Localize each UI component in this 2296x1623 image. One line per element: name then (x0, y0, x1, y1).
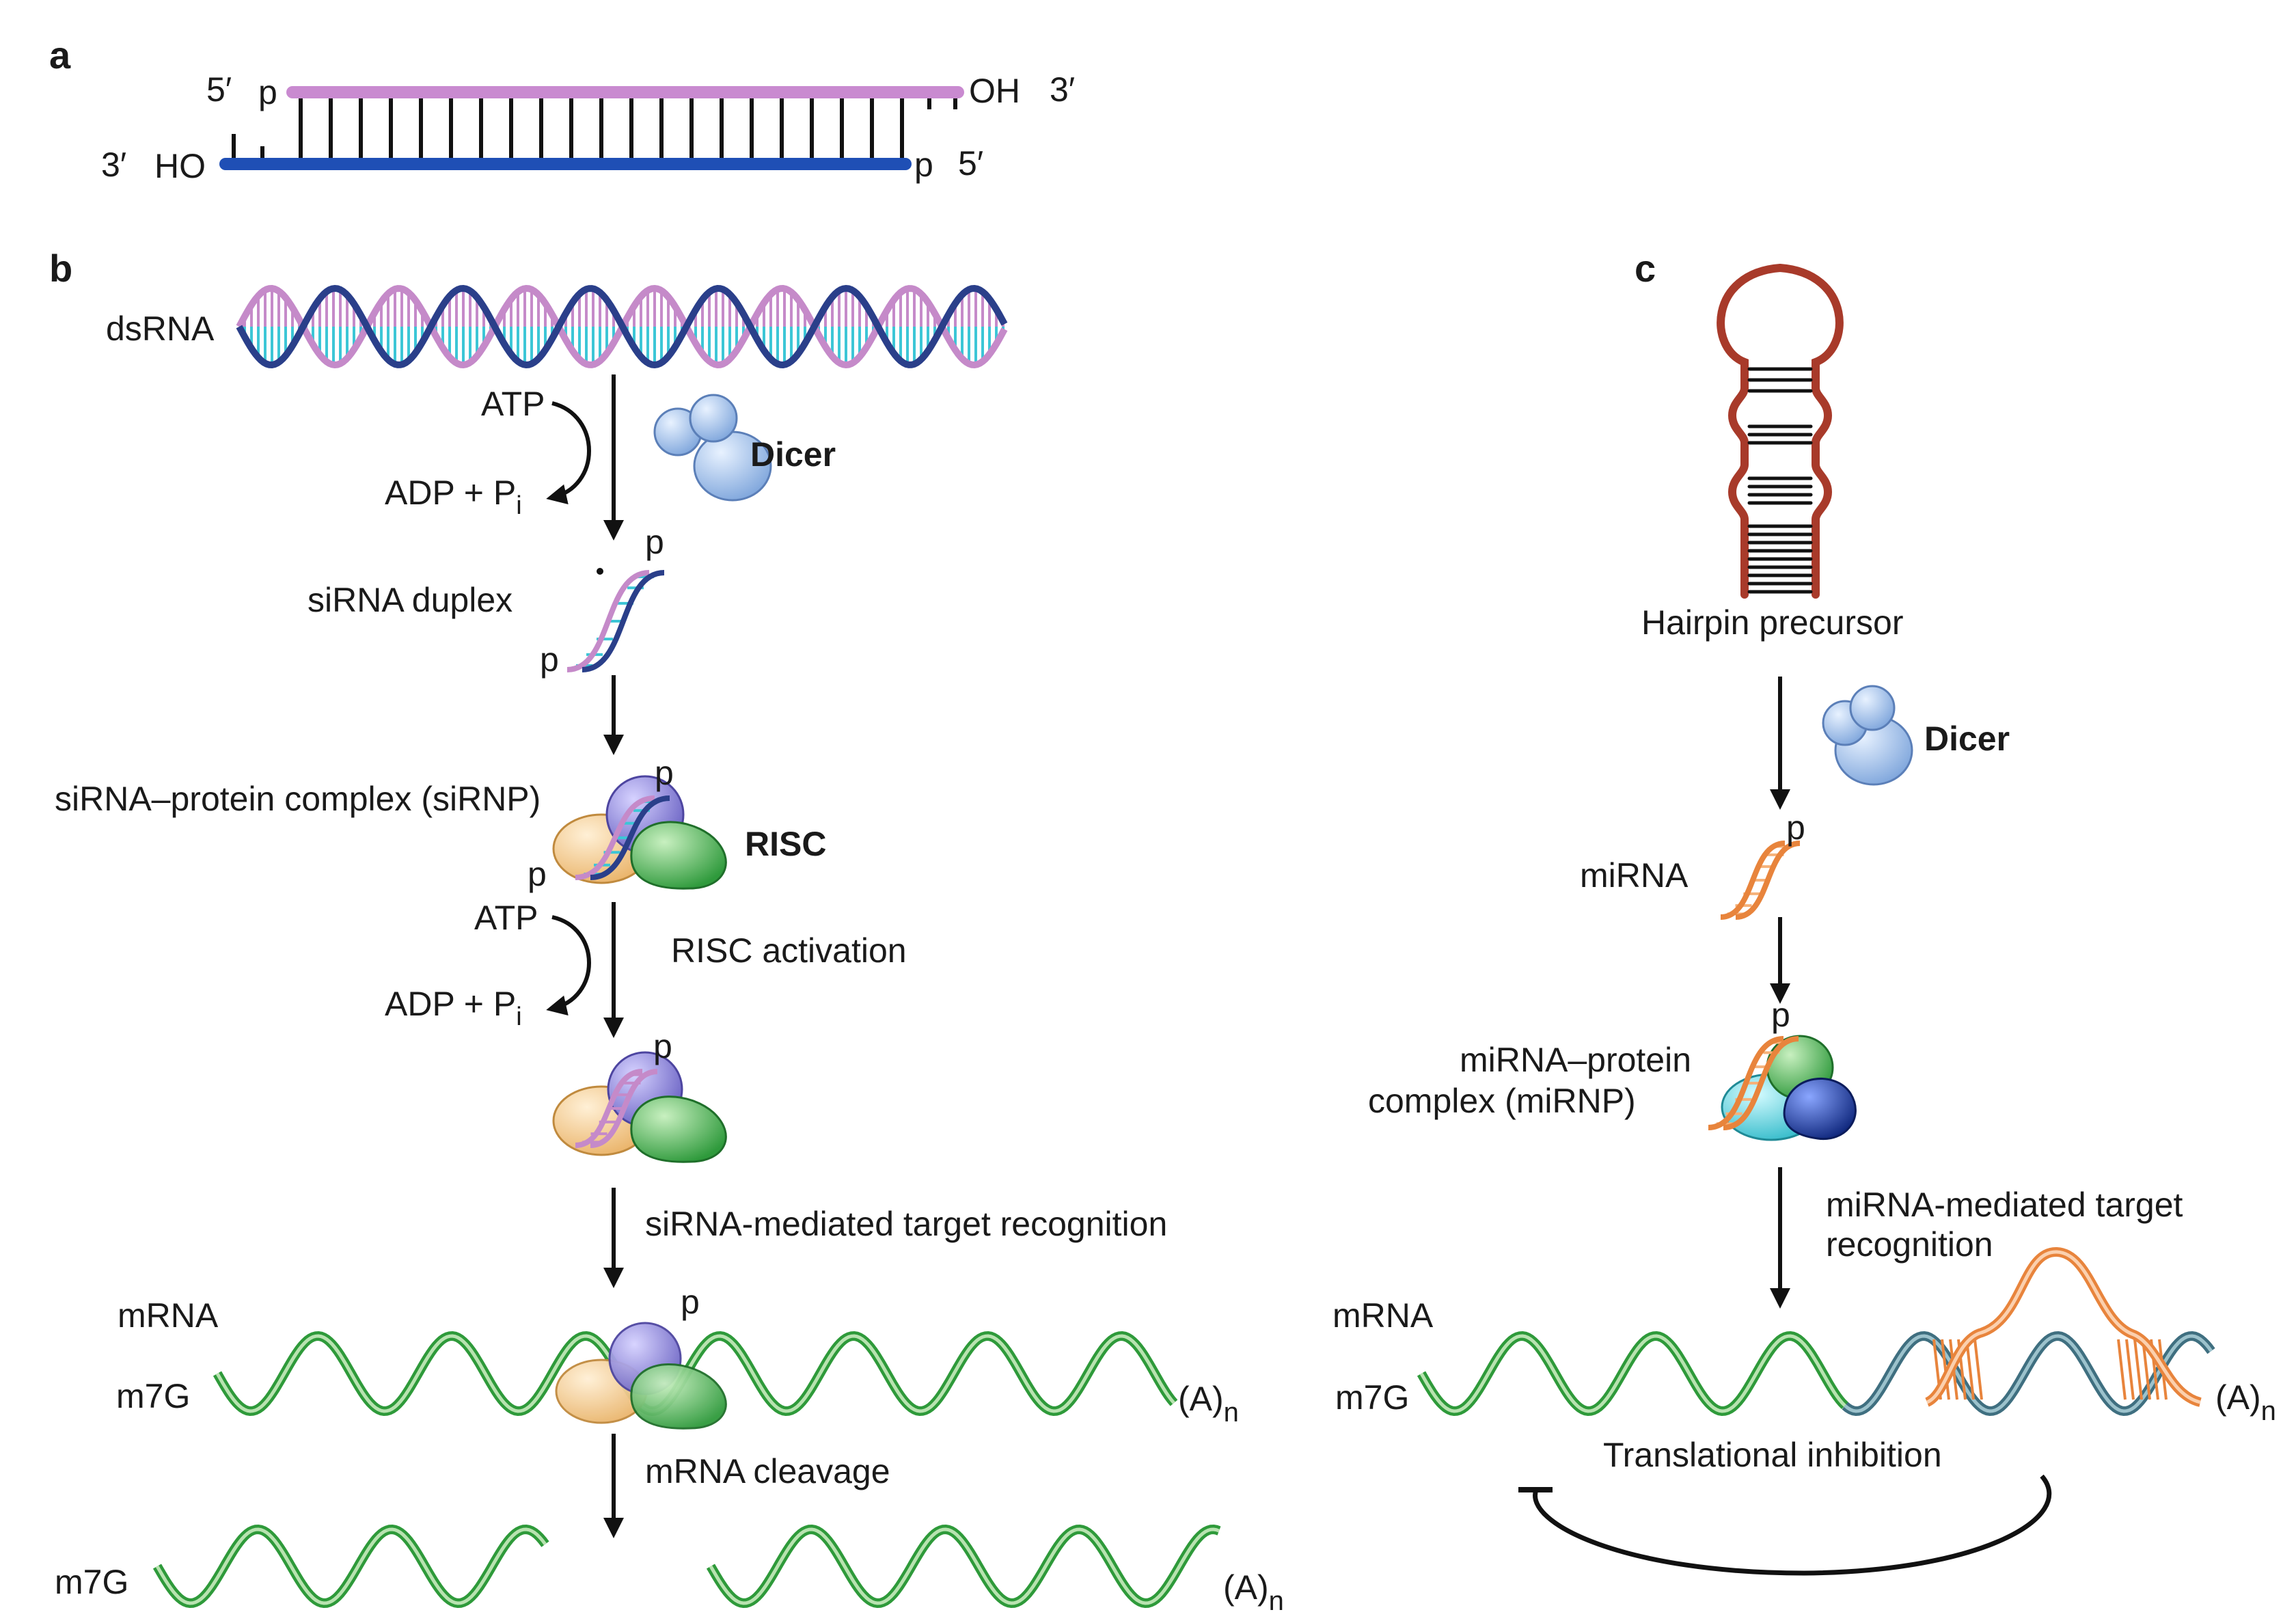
cleaved-mrna-5prime-fragment (152, 1524, 549, 1609)
bottom-phosphate-label: p (914, 146, 933, 184)
mrna-label-c: mRNA (1332, 1296, 1434, 1335)
mrna-cleavage-label: mRNA cleavage (645, 1452, 890, 1490)
dicer-label-c: Dicer (1924, 720, 2010, 758)
active-risc-guide-strand (575, 1069, 658, 1148)
mirnp-label-line1: miRNA–protein (1460, 1041, 1691, 1079)
cleaved-mrna-3prime-fragment (706, 1524, 1221, 1609)
sirnp-sirna-strand (575, 795, 670, 880)
bottom-ho-label: HO (154, 147, 206, 185)
sirna-duplex-label: siRNA duplex (308, 581, 512, 619)
mirna-label: miRNA (1580, 856, 1689, 895)
dsrna-helix (236, 284, 1008, 369)
dsrna-label: dsRNA (106, 310, 215, 348)
active-risc-phosphate: p (653, 1027, 672, 1065)
risc-label: RISC (745, 825, 826, 863)
mirnp-label-line2: complex (miRNP) (1368, 1082, 1636, 1120)
dicer-icon-c (1822, 685, 1913, 786)
active-risc-complex (552, 1051, 727, 1163)
duplex-dot (597, 568, 603, 575)
mrna-target-phosphate: p (681, 1283, 700, 1321)
atp-label-1: ATP (481, 385, 545, 423)
panel-b: b dsRNA ATP ADP + Pi Dicer siRNA duplex … (49, 247, 1284, 1616)
atp-hydrolysis-arrow-1 (546, 401, 591, 505)
mrna-strand-c (1417, 1331, 2215, 1417)
panel-c: c Hairpin precursor Dicer miRNA p miRNA–… (1332, 247, 2276, 1576)
top-oh-label: OH (969, 72, 1020, 110)
sirnp-complex (552, 775, 727, 890)
poly-a-label-b: (A)n (1178, 1380, 1239, 1428)
m7g-label-b: m7G (116, 1377, 190, 1415)
sirnp-label: siRNA–protein complex (siRNP) (55, 780, 541, 818)
hairpin-label: Hairpin precursor (1641, 603, 1903, 642)
atp-label-2: ATP (474, 899, 538, 937)
inhibition-arc (1533, 1474, 2052, 1576)
dicer-icon (653, 394, 772, 502)
bottom-3prime-label: 3′ (101, 146, 126, 184)
mrna-strand-b (213, 1331, 1178, 1417)
duplex-phosphate-bottom: p (540, 640, 559, 679)
mirna-target-label-line1: miRNA-mediated target (1826, 1186, 2183, 1224)
poly-a-label-c: (A)n (2215, 1378, 2276, 1426)
panel-label-b: b (49, 247, 72, 290)
adp-label-2: ADP + Pi (385, 985, 522, 1031)
atp-hydrolysis-arrow-2 (546, 915, 591, 1016)
adp-label-1: ADP + Pi (385, 474, 522, 520)
risc-on-mrna (555, 1322, 727, 1430)
top-phosphate-label: p (258, 73, 277, 111)
mirnp-phosphate: p (1771, 996, 1790, 1034)
sirnp-phosphate-top: p (655, 754, 674, 792)
panel-a: a 5′ p OH 3′ 3′ HO p 5′ (49, 33, 1075, 185)
top-5prime-label: 5′ (206, 70, 232, 109)
risc-activation-label: RISC activation (671, 931, 907, 970)
poly-a-label-cleaved: (A)n (1223, 1568, 1284, 1616)
panel-label-a: a (49, 33, 71, 77)
translational-inhibition-label: Translational inhibition (1603, 1436, 1942, 1474)
duplex-phosphate-top: p (645, 523, 664, 561)
m7g-label-c: m7G (1335, 1378, 1409, 1417)
base-pair-rungs (232, 96, 957, 160)
m7g-label-cleaved: m7G (55, 1563, 128, 1601)
bottom-5prime-label: 5′ (958, 144, 983, 182)
mirna-duplex (1720, 841, 1801, 920)
sirna-duplex (566, 570, 665, 672)
panel-label-c: c (1635, 247, 1656, 290)
mirna-phosphate: p (1786, 808, 1805, 847)
mirnp-complex (1708, 1035, 1857, 1141)
mrna-label-b: mRNA (118, 1296, 219, 1335)
sirnp-phosphate-bottom: p (528, 855, 547, 893)
mirna-bound-to-3utr (1924, 1246, 2202, 1407)
dicer-label: Dicer (750, 435, 836, 474)
top-3prime-label: 3′ (1050, 70, 1075, 109)
hairpin-precursor (1717, 263, 1844, 599)
mirna-target-label-line2: recognition (1826, 1225, 1993, 1264)
target-recognition-label: siRNA-mediated target recognition (645, 1205, 1167, 1243)
